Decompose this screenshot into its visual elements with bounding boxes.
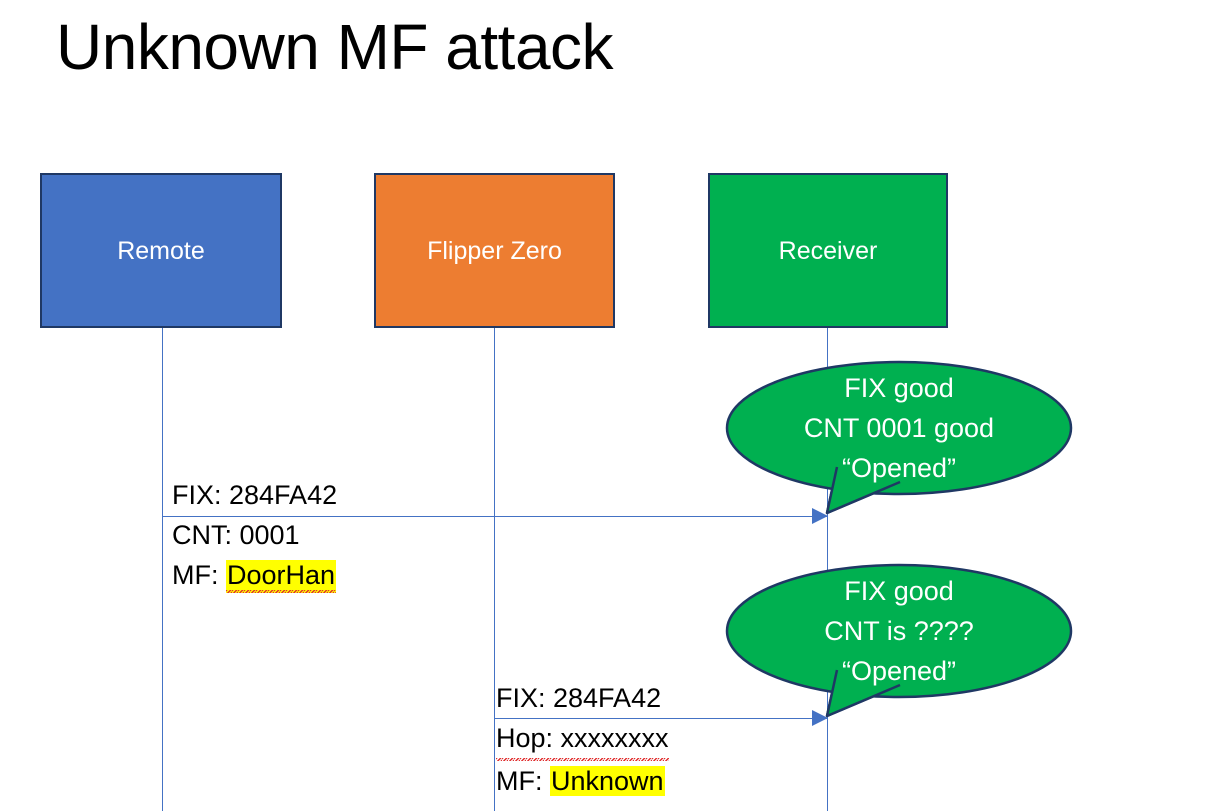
message-1-mf-prefix: MF: — [172, 560, 226, 590]
actor-box-receiver[interactable]: Receiver — [708, 173, 948, 328]
message-2-mf-value: Unknown — [550, 766, 665, 796]
message-line-1 — [162, 516, 827, 517]
message-text-2: FIX: 284FA42 Hop: xxxxxxxx MF: Unknown — [496, 678, 669, 801]
message-arrowhead-1 — [812, 508, 828, 524]
message-2-line-1: FIX: 284FA42 — [496, 683, 662, 713]
slide-title: Unknown MF attack — [56, 11, 614, 83]
lifeline-flipper — [494, 327, 495, 811]
message-1-mf-value: DoorHan — [226, 560, 337, 593]
message-1-line-3: MF: DoorHan — [172, 555, 337, 595]
callout-unknown[interactable]: FIX good CNT is ???? “Opened” — [725, 563, 1073, 721]
actor-box-flipper[interactable]: Flipper Zero — [374, 173, 615, 328]
actor-label-receiver: Receiver — [778, 236, 878, 265]
actor-box-remote[interactable]: Remote — [40, 173, 282, 328]
actor-label-remote: Remote — [117, 236, 205, 265]
message-1-line-2: CNT: 0001 — [172, 520, 300, 550]
message-1-line-1: FIX: 284FA42 — [172, 480, 338, 510]
lifeline-receiver — [827, 327, 828, 811]
message-text-1: FIX: 284FA42 CNT: 0001 MF: DoorHan — [172, 475, 337, 595]
callout-valid[interactable]: FIX good CNT 0001 good “Opened” — [725, 360, 1073, 518]
actor-label-flipper: Flipper Zero — [427, 236, 562, 265]
message-2-line-3: MF: Unknown — [496, 761, 669, 801]
message-2-mf-prefix: MF: — [496, 766, 550, 796]
callout-valid-shape — [725, 360, 1073, 515]
message-2-line-2: Hop: xxxxxxxx — [496, 718, 669, 761]
message-arrowhead-2 — [812, 710, 828, 726]
callout-unknown-shape — [725, 563, 1073, 718]
lifeline-remote — [162, 327, 163, 811]
